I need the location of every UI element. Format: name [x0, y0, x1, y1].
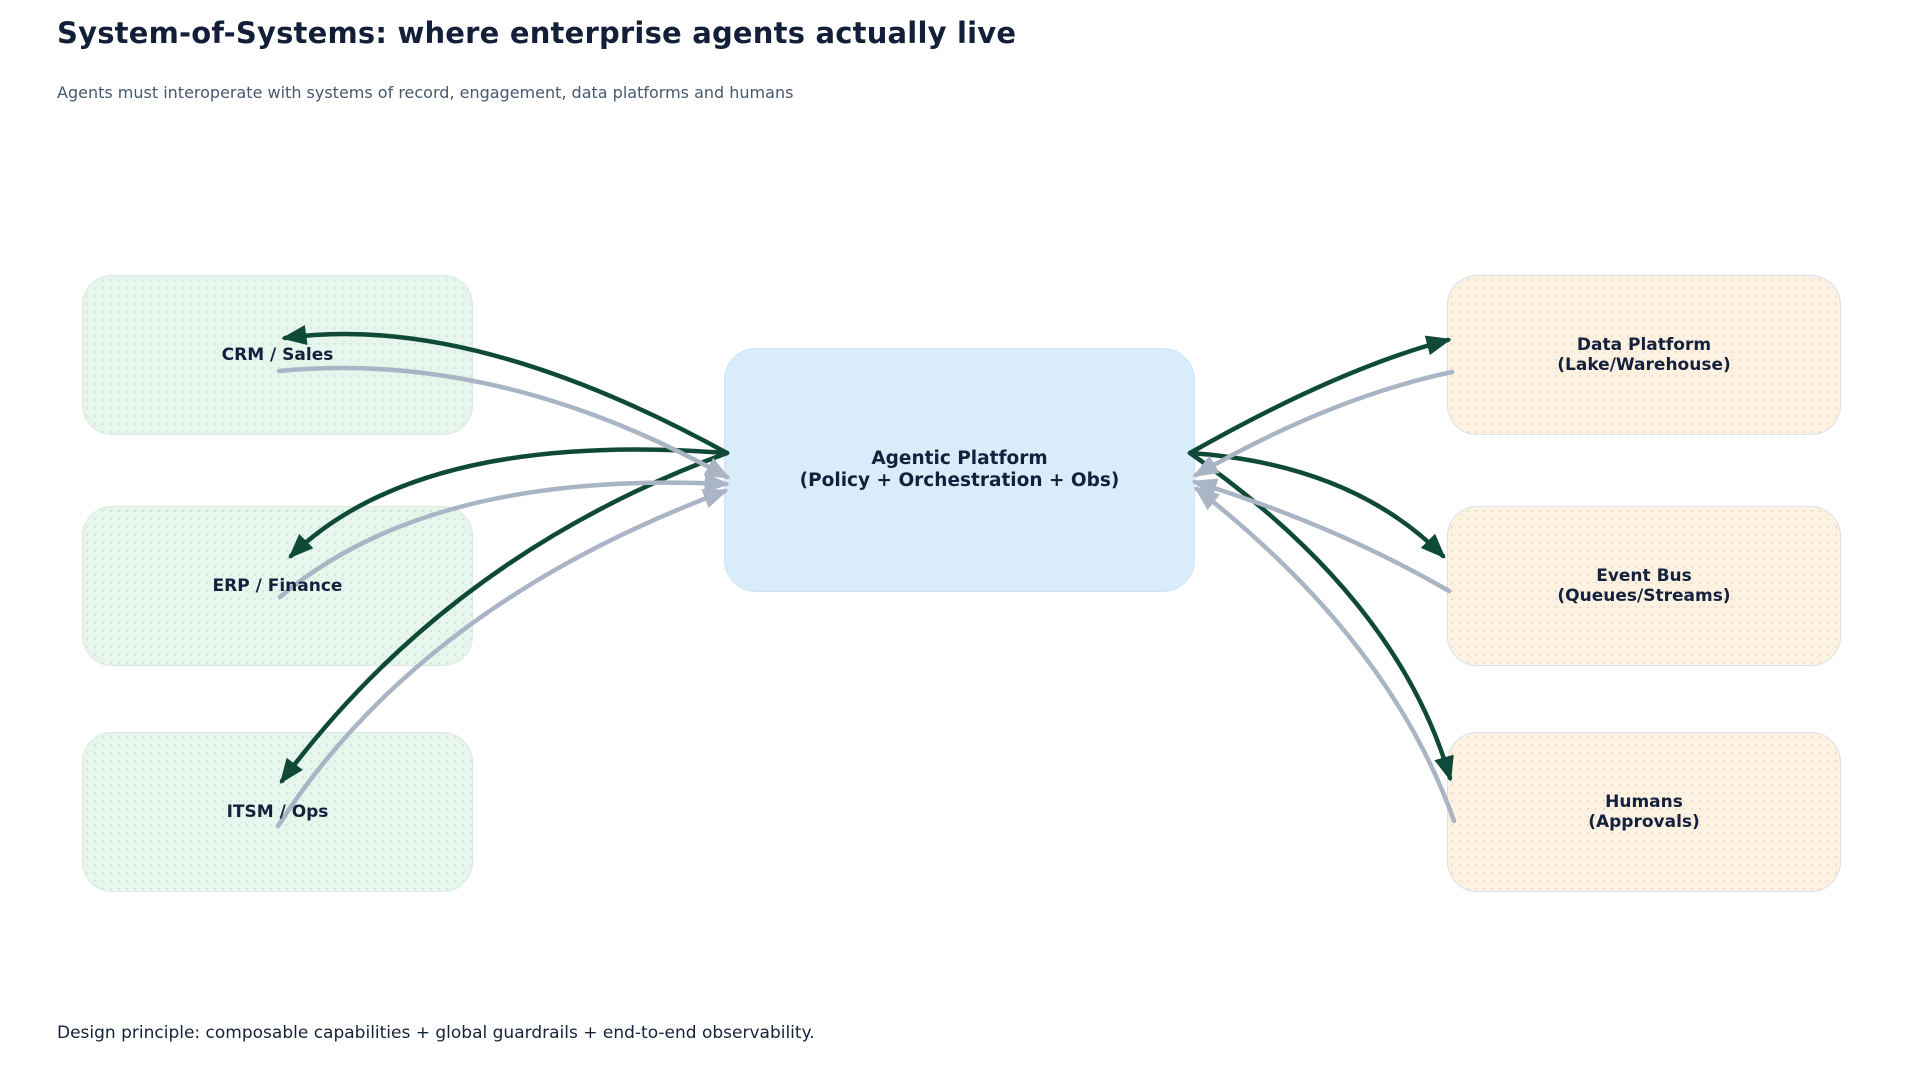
node-agentic-platform: Agentic Platform (Policy + Orchestration… — [724, 348, 1195, 592]
node-humans-label: Humans (Approvals) — [1588, 792, 1700, 833]
platform-label-line2: (Policy + Orchestration + Obs) — [799, 470, 1120, 491]
node-crm-sales: CRM / Sales — [82, 275, 473, 435]
platform-label-line1: Agentic Platform — [871, 447, 1048, 469]
page-subtitle: Agents must interoperate with systems of… — [57, 83, 794, 102]
data-platform-line1: Data Platform — [1576, 334, 1712, 355]
node-event-bus: Event Bus (Queues/Streams) — [1447, 506, 1841, 666]
event-bus-line2: (Queues/Streams) — [1557, 586, 1731, 606]
node-data-platform-label: Data Platform (Lake/Warehouse) — [1557, 335, 1731, 376]
humans-line2: (Approvals) — [1588, 812, 1700, 832]
arrow-platform-to-data-platform — [1187, 335, 1452, 456]
node-data-platform: Data Platform (Lake/Warehouse) — [1447, 275, 1841, 435]
node-itsm-ops: ITSM / Ops — [82, 732, 473, 892]
node-erp-finance: ERP / Finance — [82, 506, 473, 666]
design-principle-note: Design principle: composable capabilitie… — [57, 1023, 815, 1043]
node-humans: Humans (Approvals) — [1447, 732, 1841, 892]
arrow-platform-to-humans — [1187, 450, 1454, 782]
arrow-data-platform-to-platform — [1192, 369, 1455, 478]
node-itsm-ops-label: ITSM / Ops — [226, 801, 329, 822]
page-title: System-of-Systems: where enterprise agen… — [57, 16, 1017, 50]
node-erp-finance-label: ERP / Finance — [212, 575, 343, 596]
humans-line1: Humans — [1605, 791, 1683, 812]
event-bus-line1: Event Bus — [1596, 565, 1692, 586]
arrow-platform-to-event-bus — [1187, 450, 1446, 559]
arrow-event-bus-to-platform — [1191, 478, 1452, 594]
arrow-humans-to-platform — [1194, 486, 1457, 824]
node-event-bus-label: Event Bus (Queues/Streams) — [1557, 566, 1730, 607]
node-agentic-platform-label: Agentic Platform (Policy + Orchestration… — [800, 448, 1120, 492]
node-crm-sales-label: CRM / Sales — [221, 344, 334, 365]
data-platform-line2: (Lake/Warehouse) — [1557, 355, 1731, 375]
